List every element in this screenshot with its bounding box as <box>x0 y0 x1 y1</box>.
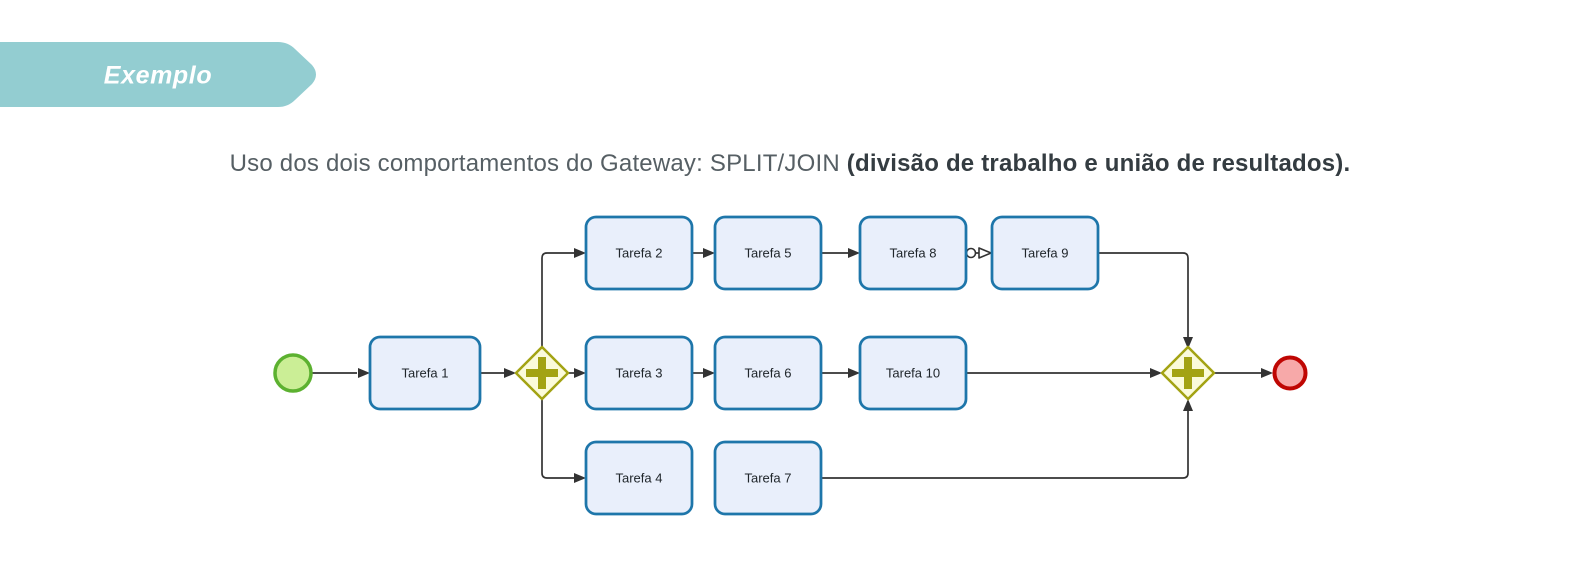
flow-split-to-tarefa4 <box>541 399 586 483</box>
task-tarefa-9: Tarefa 9 <box>990 215 1100 291</box>
banner-shape <box>0 42 316 107</box>
exemplo-banner: Exemplo <box>0 42 316 107</box>
flow-tarefa3-to-tarefa6 <box>692 368 715 378</box>
flow-tarefa7-to-join <box>821 399 1193 479</box>
task-tarefa-10: Tarefa 10 <box>858 335 968 411</box>
arrowhead-icon <box>574 473 586 483</box>
parallel-gateway-split <box>514 345 570 401</box>
message-flow-tarefa8-to-tarefa9 <box>965 247 992 259</box>
slide-title: Uso dos dois comportamentos do Gateway: … <box>0 150 1580 178</box>
arrowhead-icon <box>1183 337 1193 349</box>
flow-start-to-tarefa1 <box>311 368 370 378</box>
task-label: Tarefa 2 <box>616 246 663 261</box>
flow-tarefa5-to-tarefa8 <box>821 248 860 258</box>
end-event <box>1272 355 1308 391</box>
task-label: Tarefa 5 <box>745 246 792 261</box>
title-text: Uso dos dois comportamentos do Gateway: … <box>229 150 847 177</box>
task-label: Tarefa 9 <box>1022 246 1069 261</box>
task-label: Tarefa 4 <box>616 471 663 486</box>
arrowhead-icon <box>574 368 586 378</box>
start-event <box>273 353 313 393</box>
task-label: Tarefa 10 <box>886 366 940 381</box>
process-nodes: Tarefa 1 Tarefa 2 Tarefa 5 Tarefa 8 Tarefa 9… <box>273 215 1308 516</box>
arrowhead-icon <box>504 368 516 378</box>
flow-tarefa10-to-join <box>966 368 1162 378</box>
arrowhead-icon <box>703 248 715 258</box>
flow-tarefa2-to-tarefa5 <box>692 248 715 258</box>
parallel-plus-icon <box>1172 357 1204 389</box>
arrowhead-icon <box>703 368 715 378</box>
task-label: Tarefa 3 <box>616 366 663 381</box>
parallel-gateway-join <box>1160 345 1216 401</box>
task-tarefa-2: Tarefa 2 <box>584 215 694 291</box>
task-tarefa-5: Tarefa 5 <box>713 215 823 291</box>
task-label: Tarefa 7 <box>745 471 792 486</box>
task-tarefa-8: Tarefa 8 <box>858 215 968 291</box>
arrowhead-icon <box>1183 399 1193 411</box>
flow-join-to-end <box>1214 368 1273 378</box>
title-text-bold: (divisão de trabalho e união de resultad… <box>846 150 1351 177</box>
sequence-flows <box>311 247 1273 483</box>
arrowhead-icon <box>1150 368 1162 378</box>
task-label: Tarefa 8 <box>890 246 937 261</box>
task-tarefa-3: Tarefa 3 <box>584 335 694 411</box>
task-tarefa-7: Tarefa 7 <box>713 440 823 516</box>
flow-tarefa9-to-join <box>1098 252 1193 349</box>
parallel-plus-icon <box>526 357 558 389</box>
task-label: Tarefa 1 <box>402 366 449 381</box>
flow-split-to-tarefa3 <box>568 368 586 378</box>
flow-tarefa6-to-tarefa10 <box>821 368 860 378</box>
arrowhead-icon <box>1261 368 1273 378</box>
arrowhead-icon <box>358 368 370 378</box>
arrowhead-icon <box>574 248 586 258</box>
task-label: Tarefa 6 <box>745 366 792 381</box>
flow-tarefa1-to-split <box>480 368 516 378</box>
task-tarefa-6: Tarefa 6 <box>713 335 823 411</box>
banner-label: Exemplo <box>104 62 212 90</box>
task-tarefa-4: Tarefa 4 <box>584 440 694 516</box>
message-flow-circle-icon <box>965 247 977 259</box>
flow-split-to-tarefa2 <box>541 248 586 347</box>
arrowhead-icon <box>848 368 860 378</box>
task-tarefa-1: Tarefa 1 <box>368 335 482 411</box>
arrowhead-icon <box>848 248 860 258</box>
open-arrowhead-icon <box>978 247 992 259</box>
